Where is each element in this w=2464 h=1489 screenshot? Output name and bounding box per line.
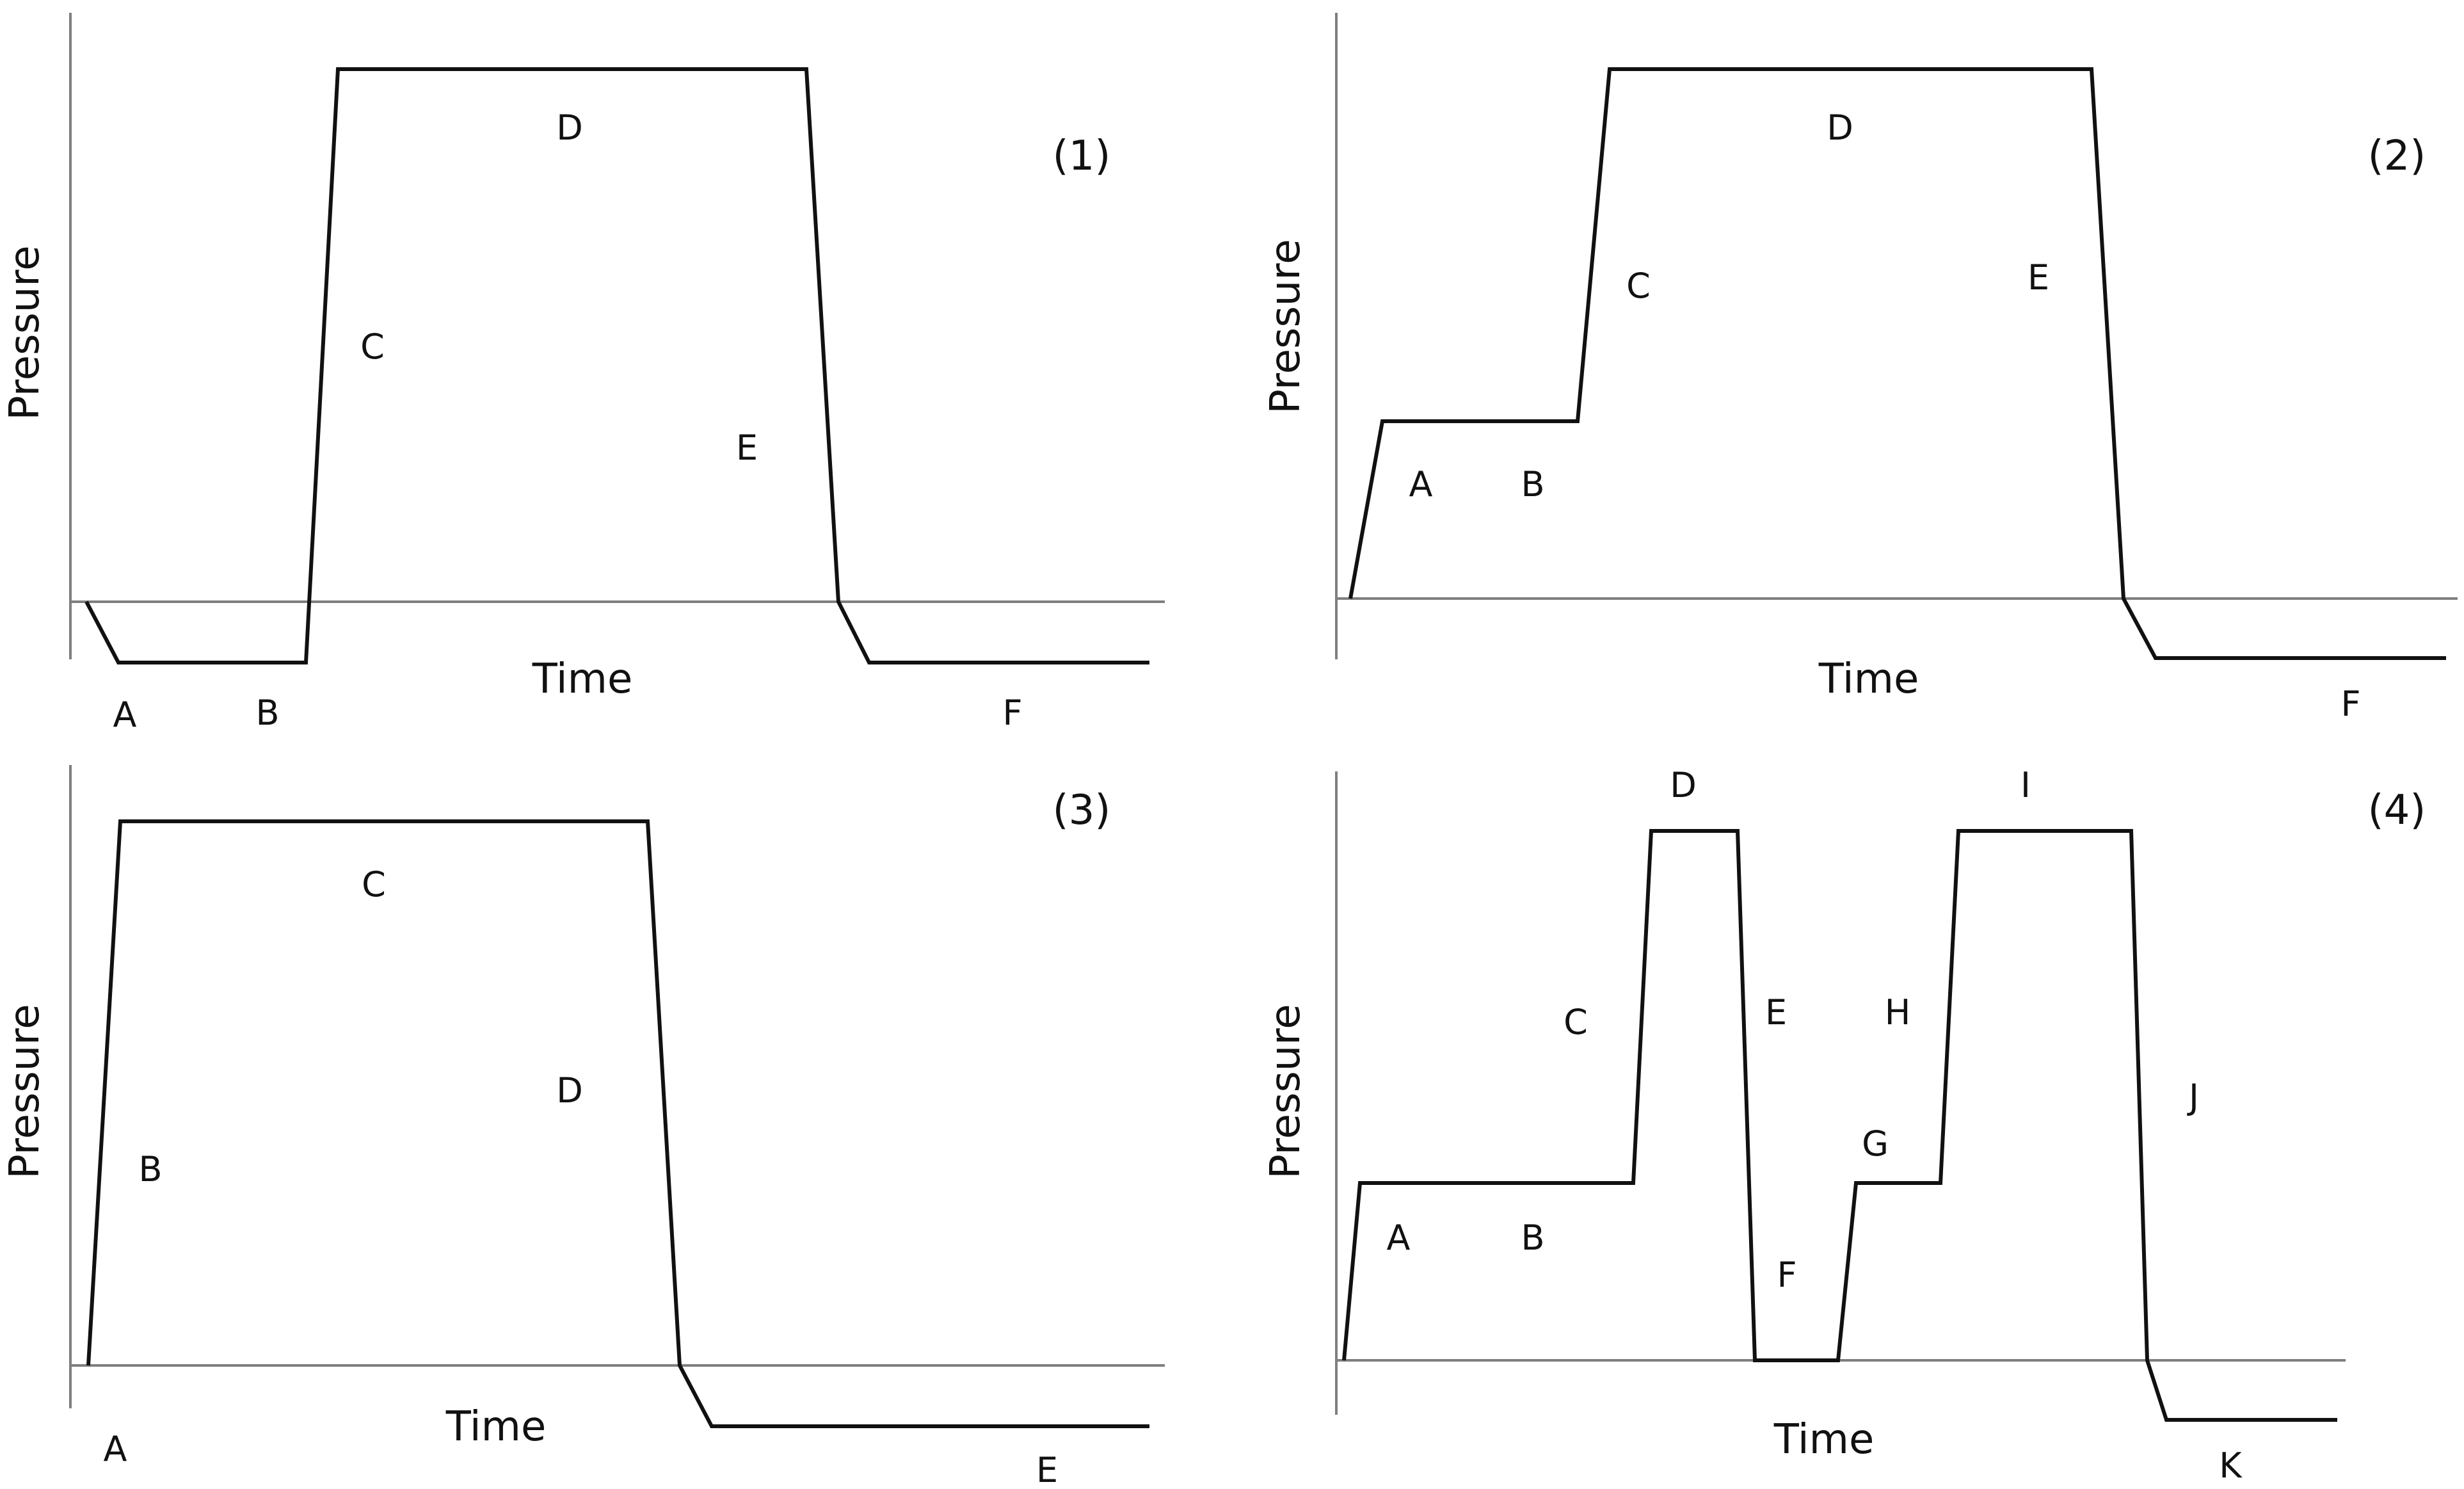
panel-4-label-j: J (2187, 1077, 2199, 1117)
panel-2: Pressure Time (2) A B C D E F (1262, 13, 2458, 724)
panel-2-label-f: F (2340, 684, 2360, 724)
panel-4-label-a: A (1387, 1218, 1411, 1258)
panel-1-number: (1) (1053, 133, 1111, 180)
panel-4-label-k: K (2219, 1445, 2243, 1486)
panel-1-label-f: F (1002, 693, 1022, 733)
panel-4: Pressure Time (4) A B C D E F G H I J K (1262, 765, 2426, 1486)
panel-4-y-axis-label: Pressure (1262, 1004, 1309, 1179)
panel-4-label-h: H (1885, 992, 1911, 1033)
panel-1: Pressure Time (1) A B C D E F (1, 13, 1165, 735)
panel-1-pressure-trace (84, 67, 1149, 664)
panel-2-label-c: C (1626, 266, 1651, 306)
panel-4-x-axis-label: Time (1773, 1416, 1875, 1463)
panel-3-label-d: D (556, 1070, 583, 1111)
panel-3-label-c: C (362, 864, 386, 905)
panel-3-label-a: A (104, 1429, 127, 1469)
panel-2-x-axis-label: Time (1818, 656, 1919, 703)
panel-4-label-c: C (1564, 1002, 1588, 1042)
panel-2-label-a: A (1409, 464, 1433, 504)
panel-3-x-axis-label: Time (445, 1403, 547, 1451)
panel-4-label-g: G (1862, 1123, 1889, 1164)
panel-4-label-i: I (2020, 765, 2031, 805)
panel-2-label-b: B (1521, 464, 1544, 504)
panel-3: Pressure Time (3) A B C D E (1, 765, 1165, 1489)
panel-1-label-a: A (113, 695, 137, 735)
panel-1-label-d: D (556, 108, 583, 148)
panel-2-pressure-trace (1348, 67, 2446, 660)
panel-4-label-b: B (1521, 1218, 1544, 1258)
panel-1-y-axis-label: Pressure (1, 245, 49, 420)
panel-4-label-d: D (1670, 765, 1697, 805)
panel-3-label-e: E (1036, 1450, 1058, 1489)
panel-4-pressure-trace (1342, 829, 2337, 1422)
panel-2-label-d: D (1827, 108, 1853, 148)
panel-2-number: (2) (2368, 133, 2426, 180)
panel-4-label-e: E (1765, 992, 1787, 1033)
panel-1-x-axis-label: Time (532, 656, 633, 703)
panel-1-label-c: C (360, 326, 385, 367)
panel-4-number: (4) (2368, 787, 2426, 834)
panel-1-label-b: B (255, 693, 279, 733)
panel-3-label-b: B (138, 1149, 162, 1189)
panel-4-label-f: F (1777, 1255, 1796, 1295)
panel-3-pressure-trace (86, 819, 1149, 1428)
panel-1-label-e: E (736, 428, 758, 468)
panel-2-y-axis-label: Pressure (1262, 239, 1309, 414)
panel-3-number: (3) (1053, 787, 1111, 834)
panel-2-label-e: E (2028, 257, 2049, 298)
panel-3-y-axis-label: Pressure (1, 1004, 49, 1179)
